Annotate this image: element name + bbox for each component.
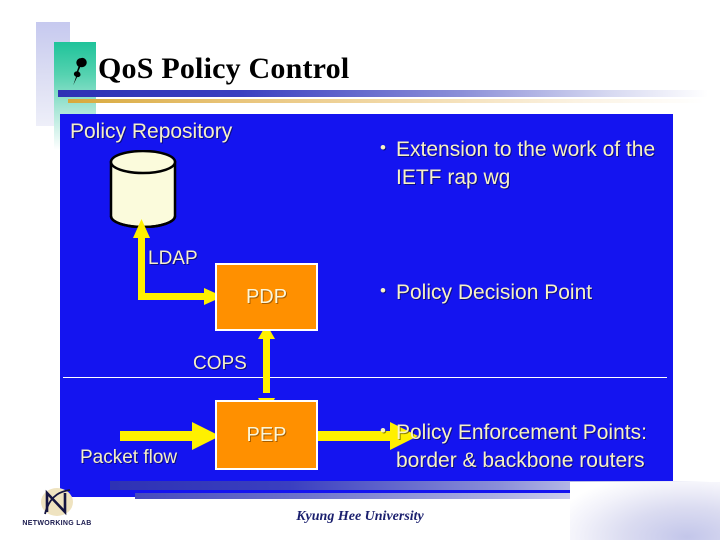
footer-caption: Kyung Hee University bbox=[296, 509, 424, 524]
footer-rule-primary bbox=[110, 481, 710, 490]
database-cylinder-icon bbox=[109, 150, 177, 228]
bullet-marker: • bbox=[380, 281, 386, 300]
cops-protocol-label: COPS bbox=[193, 353, 247, 374]
pushpin-icon bbox=[73, 57, 87, 86]
ldap-protocol-label: LDAP bbox=[148, 248, 198, 269]
content-panel: Policy Repository bbox=[60, 114, 673, 497]
networking-lab-logo: NETWORKING LAB bbox=[18, 487, 96, 535]
bullet-text: Extension to the work of the IETF rap wg bbox=[396, 138, 656, 189]
corner-accent bbox=[570, 482, 720, 540]
bullet-text: Policy Decision Point bbox=[396, 281, 593, 304]
pep-box: PEP bbox=[215, 400, 318, 470]
bullet-item: • Policy Enforcement Points: border & ba… bbox=[380, 419, 670, 474]
bullet-text: Policy Enforcement Points: border & back… bbox=[396, 421, 647, 472]
page-title: QoS Policy Control bbox=[98, 52, 350, 85]
tier-separator bbox=[63, 377, 667, 378]
bullet-marker: • bbox=[380, 421, 386, 440]
bullet-marker: • bbox=[380, 138, 386, 157]
bullet-item: • Policy Decision Point bbox=[380, 279, 660, 307]
pdp-box: PDP bbox=[215, 263, 318, 331]
packet-flow-label: Packet flow bbox=[80, 447, 178, 468]
title-rule-secondary bbox=[68, 99, 704, 103]
bullet-item: • Extension to the work of the IETF rap … bbox=[380, 136, 660, 191]
n-monogram-icon bbox=[41, 488, 73, 516]
title-rule-primary bbox=[58, 90, 708, 97]
footer-rule-secondary bbox=[135, 493, 710, 499]
networking-lab-logo-text: NETWORKING LAB bbox=[22, 520, 92, 527]
policy-repository-label: Policy Repository bbox=[70, 120, 233, 143]
